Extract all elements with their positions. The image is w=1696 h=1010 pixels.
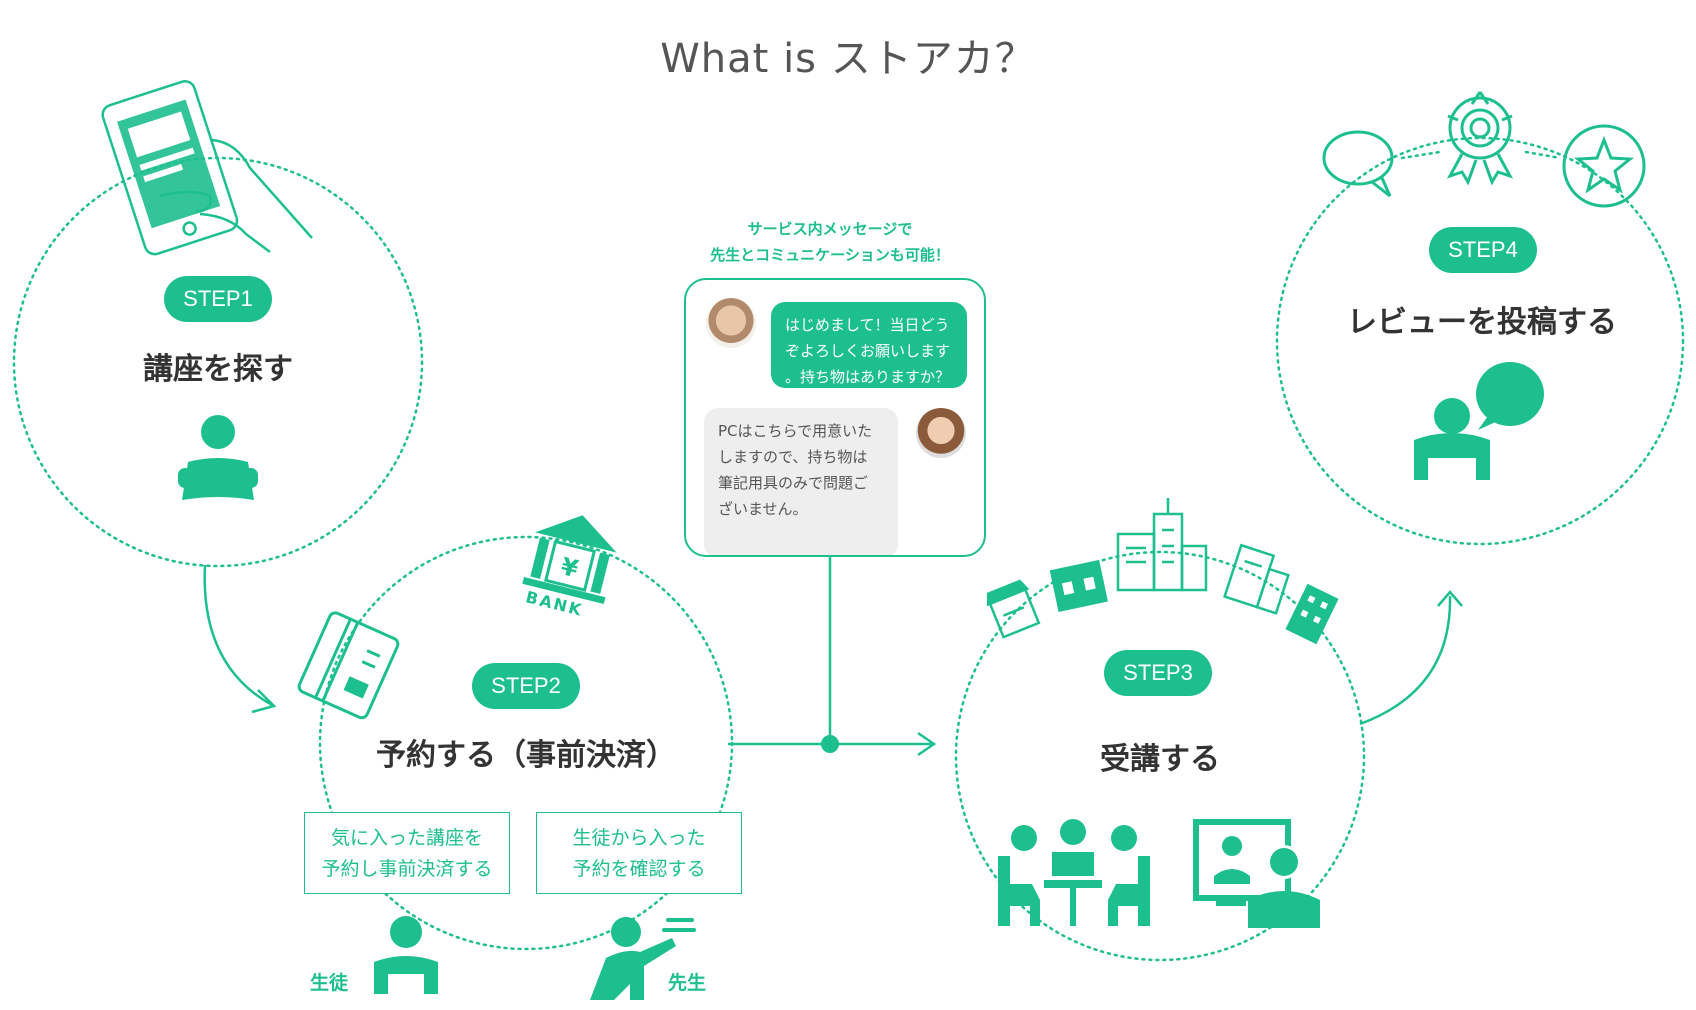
speech-bubble-icon	[1322, 130, 1394, 198]
step1-badge: STEP1	[164, 276, 272, 322]
message-caption-line1: サービス内メッセージで	[747, 220, 913, 238]
student-message-line1: はじめまして！当日どう	[785, 316, 950, 334]
teacher-message-bubble: PCはこちらで用意いた しますので、持ち物は 筆記用具のみで問題ご ざいません。	[704, 408, 898, 555]
step4-circle	[1275, 136, 1685, 546]
teacher-message-line1: PCはこちらで用意いた	[718, 422, 873, 440]
teacher-message-line2: しますので、持ち物は	[718, 448, 868, 466]
teacher-pointing-icon	[590, 917, 696, 1000]
arrow-step3-to-step4	[1359, 590, 1463, 726]
teacher-action-line1: 生徒から入った	[572, 827, 706, 849]
chat-window: はじめまして！当日どう ぞよろしくお願いします 。持ち物はありますか？ PCはこ…	[684, 278, 986, 557]
reviewer-icon	[1414, 362, 1544, 480]
bank-icon: ¥ BANK	[522, 515, 617, 620]
student-message-bubble: はじめまして！当日どう ぞよろしくお願いします 。持ち物はありますか？	[771, 302, 967, 388]
teacher-action-line2: 予約を確認する	[572, 858, 706, 880]
step3-circle	[954, 550, 1366, 962]
message-caption: サービス内メッセージで 先生とコミュニケーションも可能！	[660, 216, 1000, 268]
teacher-action-box: 生徒から入った 予約を確認する	[536, 812, 742, 894]
award-badge-icon	[1446, 91, 1514, 186]
person-reading-icon	[178, 415, 258, 500]
student-role-label: 生徒	[310, 972, 349, 994]
arrow-step2-to-step3	[728, 556, 937, 757]
student-avatar	[706, 298, 756, 348]
teacher-avatar	[916, 408, 966, 458]
credit-card-icon	[297, 611, 400, 720]
star-badge-icon	[1562, 124, 1646, 208]
smartphone-hand-icon	[101, 80, 313, 256]
student-icon	[374, 916, 438, 994]
teacher-message-line4: ざいません。	[718, 500, 808, 518]
page-title: What is ストアカ？	[660, 36, 1036, 82]
step3-badge: STEP3	[1104, 650, 1212, 696]
student-message-line3: 。持ち物はありますか？	[785, 368, 951, 386]
student-message-line2: ぞよろしくお願いします	[785, 342, 951, 360]
classroom-icon	[998, 819, 1150, 926]
step3-label: 受講する	[1100, 742, 1220, 777]
step2-badge: STEP2	[472, 663, 580, 709]
bank-yen-symbol: ¥	[558, 552, 581, 583]
arrow-step1-to-step2	[203, 564, 277, 714]
student-action-box: 気に入った講座を 予約し事前決済する	[304, 812, 510, 894]
teacher-message-line3: 筆記用具のみで問題ご	[718, 474, 869, 492]
step4-badge: STEP4	[1429, 227, 1537, 273]
step1-label: 講座を探す	[143, 352, 293, 387]
online-lesson-icon	[1193, 819, 1320, 928]
connector-dot	[821, 735, 839, 753]
step4-label: レビューを投稿する	[1347, 305, 1617, 340]
teacher-role-label: 先生	[668, 972, 707, 994]
step2-label: 予約する（事前決済）	[376, 738, 676, 773]
message-caption-line2: 先生とコミュニケーションも可能！	[710, 246, 950, 264]
city-skyline-icon	[986, 498, 1339, 645]
student-action-line1: 気に入った講座を	[330, 827, 483, 849]
student-action-line2: 予約し事前決済する	[321, 858, 493, 880]
